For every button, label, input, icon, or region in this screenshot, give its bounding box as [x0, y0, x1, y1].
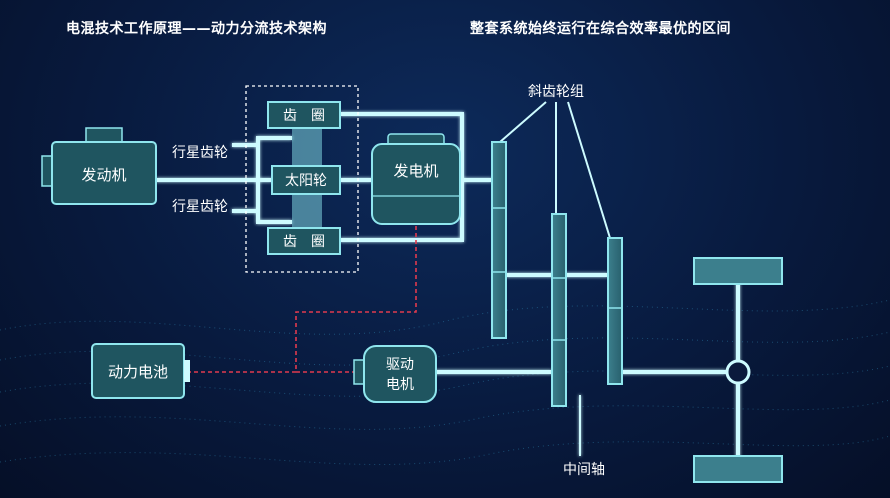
- ring-gear-top-label: 齿 圈: [283, 108, 325, 124]
- ring-gear-bottom-label: 齿 圈: [283, 234, 325, 250]
- battery-label: 动力电池: [108, 363, 168, 381]
- sun-gear-label: 太阳轮: [285, 173, 327, 189]
- drive-motor-body: [363, 345, 437, 403]
- wheels: [693, 257, 783, 483]
- engine: 发动机: [41, 127, 157, 205]
- planet-gear-bottom-label: 行星齿轮: [172, 199, 228, 215]
- generator: 发电机: [371, 133, 461, 225]
- differential: [725, 359, 751, 385]
- carrier-ring-top: [256, 136, 292, 145]
- generator-label: 发电机: [393, 162, 438, 180]
- wheel-bottom: [693, 455, 783, 483]
- engine-label: 发动机: [81, 166, 126, 184]
- ring-gear-output-loop: [340, 112, 464, 242]
- drive-motor-label-line2: 电机: [386, 377, 414, 393]
- diagram-title: 电混技术工作原理——动力分流技术架构: [66, 21, 327, 37]
- intermediate-shaft-label: 中间轴: [563, 462, 605, 478]
- gear-bar-1: [491, 141, 507, 339]
- drive-motor-label-line1: 驱动: [386, 357, 414, 373]
- ring-gear-top: 齿 圈: [267, 101, 341, 129]
- generator-body: [371, 143, 461, 225]
- helical-gear-leaders: [499, 101, 611, 239]
- sun-gear: 太阳轮: [271, 165, 341, 195]
- helical-gear-bars: [491, 141, 623, 407]
- generator-battery-link: [190, 226, 417, 373]
- helical-gear-set-label: 斜齿轮组: [528, 84, 584, 100]
- diagram-subtitle: 整套系统始终运行在综合效率最优的区间: [470, 21, 731, 37]
- wheel-top: [693, 257, 783, 285]
- ring-gear-bottom: 齿 圈: [267, 227, 341, 255]
- gear-bar-2: [551, 213, 567, 407]
- electric-links: [190, 226, 417, 373]
- carrier-ring-bottom: [256, 211, 292, 224]
- planet-gear-top-label: 行星齿轮: [172, 145, 228, 161]
- planetary-gear-boundary: [245, 85, 359, 273]
- battery: 动力电池: [91, 343, 190, 399]
- engine-block: [51, 141, 157, 205]
- drive-motor: 驱动 电机: [353, 345, 437, 403]
- gear-bar-3: [607, 237, 623, 385]
